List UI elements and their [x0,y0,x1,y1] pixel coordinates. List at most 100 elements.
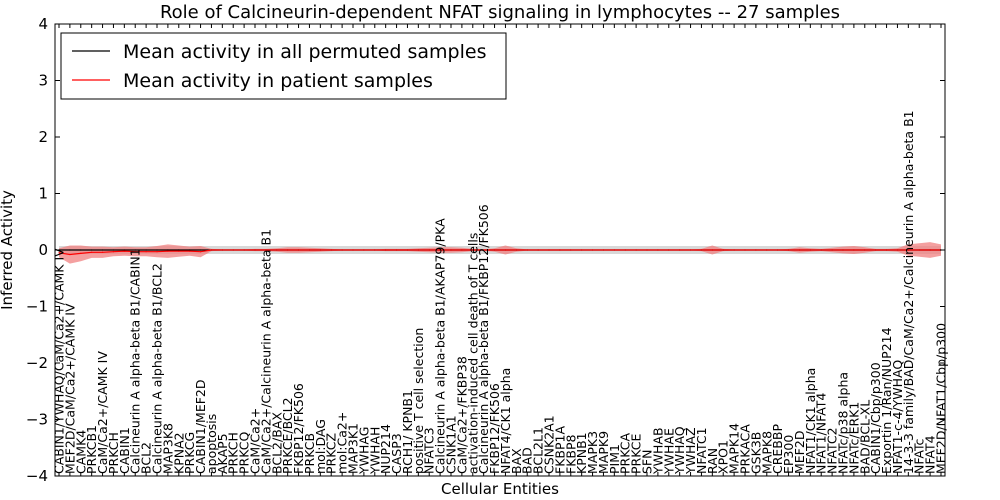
x-tick-label: RAN [705,448,720,474]
data-point-1-26 [341,249,343,251]
x-tick-label: FKBP1A [552,426,567,474]
data-point-1-28 [363,249,365,251]
x-tick-label: PRKCG [182,432,197,474]
x-tick-label: NFATC2 [825,427,840,474]
data-point-0-8 [145,249,147,251]
x-tick-label: KPNA2 [171,432,186,474]
bands-layer [59,242,941,264]
x-tick-label: Calcineurin A alpha-beta B1/CABIN1 [128,248,143,474]
data-point-1-33 [417,249,419,251]
plot-frame [54,23,946,477]
x-tick-label: MEF2D/CaM/Ca2+/CAMK IV [62,303,77,474]
y-tick-label: −1 [26,298,48,316]
data-point-0-12 [189,249,191,251]
data-point-1-57 [679,249,681,251]
legend: Mean activity in all permuted samples Me… [60,32,507,100]
x-tick-label: BCL2L1 [531,427,546,474]
data-point-1-17 [243,249,245,251]
data-point-1-52 [624,249,626,251]
data-point-0-7 [134,249,136,251]
data-point-1-31 [395,249,398,251]
data-point-1-1 [69,253,71,256]
x-tick-label: NFAT4/CK1 alpha [498,368,513,474]
data-point-1-56 [668,249,670,251]
data-point-1-44 [537,249,539,251]
data-point-1-80 [929,249,931,251]
data-point-1-25 [330,249,332,251]
data-point-1-0 [58,252,60,254]
data-point-1-9 [156,251,158,253]
x-tick-label: Calcineurin A alpha-beta B1/BCL2 [150,263,165,474]
data-point-1-48 [581,249,583,251]
x-tick-label: PRKCA [618,433,633,474]
x-tick-label: CSNK1A1 [444,415,459,474]
y-tick-label: −3 [26,411,48,429]
data-point-1-77 [896,249,899,251]
legend-label-permuted: Mean activity in all permuted samples [123,41,486,63]
x-tick-label: CAMK4 [73,430,88,474]
data-point-1-38 [472,249,474,251]
x-tick-label: MAP3K1 [346,423,361,474]
data-point-1-24 [319,249,321,251]
x-tick-label: GSK3B [748,432,763,474]
data-point-1-13 [199,251,202,253]
data-point-1-20 [276,249,278,251]
data-point-1-65 [766,249,768,251]
x-tick-label: MAP3K8 [160,423,175,474]
x-tick-label: XPO1 [716,440,731,474]
data-point-1-12 [189,250,191,252]
data-point-1-43 [526,249,528,251]
data-point-1-4 [101,251,104,253]
x-tick-label: KPNB1 [574,432,589,474]
data-point-1-40 [493,249,496,251]
data-point-1-16 [232,249,234,251]
x-tick-label: SFN [640,450,655,474]
data-point-1-11 [178,250,180,252]
data-point-1-64 [755,249,757,251]
data-point-1-29 [374,249,376,251]
x-tick-label: FKBP12/FK506 [291,383,306,474]
data-point-1-74 [864,249,866,251]
data-point-0-2 [80,249,82,251]
x-tick-label: NUP214 [378,424,393,474]
legend-box [60,32,507,100]
x-axis-label: Cellular Entities [441,480,559,498]
data-point-0-11 [178,249,180,251]
x-tick-label: YWHAH [367,427,382,475]
x-tick-label: PRKCZ [324,433,339,474]
data-point-0-9 [156,249,158,251]
x-tick-label: MAPK8 [759,431,774,474]
x-tick-label: NFATC1 [694,427,709,474]
data-point-0-3 [91,249,93,251]
data-point-0-4 [101,249,104,251]
x-tick-label: apoptosis [204,414,219,474]
x-tick-label: PRKACA [738,424,753,474]
data-point-1-19 [265,249,267,251]
data-point-1-47 [570,249,572,251]
x-tick-label: MAPK3 [585,431,600,474]
x-tick-label: AKAP5 [215,433,230,474]
x-tick-label: activation-induced cell death of T cells [465,233,480,474]
x-tick-label: CABIN1/Cbp/p300 [868,362,883,474]
data-point-1-63 [744,249,746,251]
data-point-1-37 [461,249,463,251]
x-tick-label: CaM/Ca2+ [248,408,263,474]
data-point-1-14 [210,249,213,251]
data-point-1-58 [689,249,692,251]
data-point-1-15 [221,249,223,251]
data-point-1-76 [885,249,888,251]
y-tick-label: 0 [38,241,48,259]
x-tick-label: MAPK9 [596,431,611,474]
data-point-1-34 [428,249,430,251]
x-tick-label: NFAT1/NFAT4 [814,393,829,474]
x-tick-label: mol:Ca2+ [335,412,350,474]
x-tick-label: Exportin 1/Ran/NUP214 [879,327,894,474]
lines-layer [58,249,942,256]
series-line-1 [58,249,941,256]
x-tick-label: MEF2D [792,431,807,474]
data-point-1-8 [145,251,147,253]
data-point-1-3 [91,251,93,253]
x-tick-label: NFAT1/CK1 alpha [803,368,818,474]
data-point-1-55 [657,249,659,251]
x-tick-label: Calcineurin A alpha-beta B1/AKAP79/PKA [433,218,448,474]
